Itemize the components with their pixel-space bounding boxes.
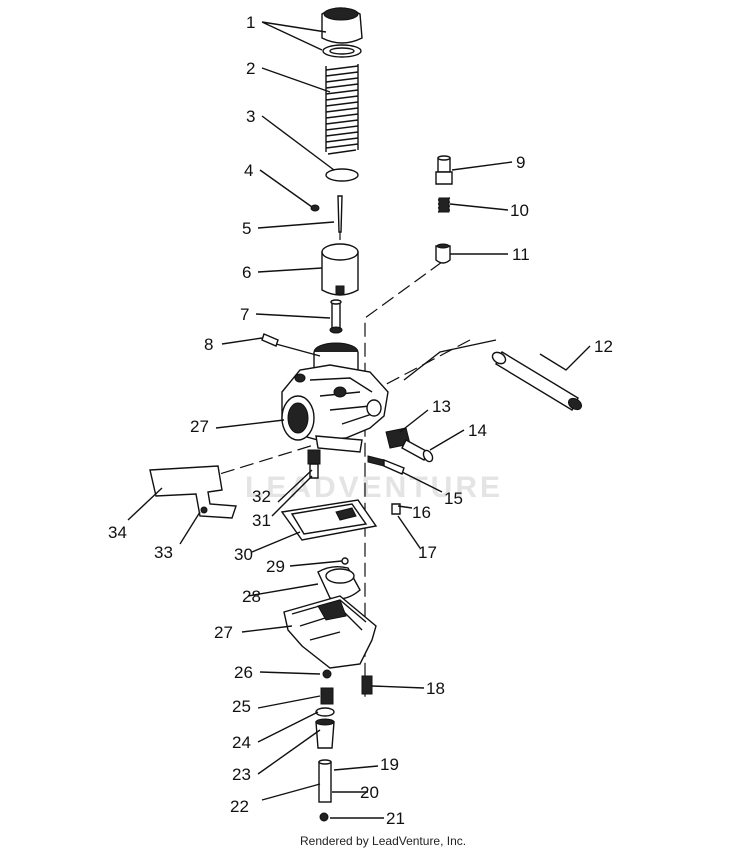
callout-32: 32 xyxy=(252,487,271,506)
callout-14: 14 xyxy=(468,421,487,440)
callout-3: 3 xyxy=(246,107,255,126)
callout-4: 4 xyxy=(244,161,253,180)
callout-31: 31 xyxy=(252,511,271,530)
part-main-jet xyxy=(307,449,321,479)
callout-5: 5 xyxy=(242,219,251,238)
callout-27-bowl: 27 xyxy=(214,623,233,642)
part-nozzle xyxy=(315,718,335,749)
part-o-ring xyxy=(315,707,335,717)
part-pilot-screw xyxy=(401,439,434,463)
part-tube xyxy=(403,339,583,411)
callout-21: 21 xyxy=(386,809,405,828)
callout-25: 25 xyxy=(232,697,251,716)
callout-10: 10 xyxy=(510,201,529,220)
callout-7: 7 xyxy=(240,305,249,324)
part-small-spring xyxy=(437,197,451,213)
callout-labels: 1 2 3 4 5 6 7 8 9 10 11 12 13 14 15 16 1… xyxy=(108,13,613,828)
callout-19: 19 xyxy=(380,755,399,774)
callout-33: 33 xyxy=(154,543,173,562)
callout-12: 12 xyxy=(594,337,613,356)
callout-13: 13 xyxy=(432,397,451,416)
callout-2: 2 xyxy=(246,59,255,78)
part-cap xyxy=(321,7,363,58)
part-float xyxy=(317,565,361,600)
part-pin xyxy=(341,557,349,565)
part-plunger xyxy=(435,243,451,264)
callout-22: 22 xyxy=(230,797,249,816)
callout-26: 26 xyxy=(234,663,253,682)
leader-lines xyxy=(127,21,591,819)
part-bracket xyxy=(149,465,237,519)
callout-23: 23 xyxy=(232,765,251,784)
callout-20: 20 xyxy=(360,783,379,802)
watermark: LEADVENTURE xyxy=(245,471,503,504)
callout-30: 30 xyxy=(234,545,253,564)
part-needle-jet xyxy=(329,299,343,334)
part-float-gasket xyxy=(280,499,378,541)
callout-17: 17 xyxy=(418,543,437,562)
part-washer-small xyxy=(322,669,332,679)
part-end-jet xyxy=(319,812,329,822)
callout-28: 28 xyxy=(242,587,261,606)
part-throttle-valve xyxy=(321,243,359,296)
callout-18: 18 xyxy=(426,679,445,698)
part-drain-screw xyxy=(361,675,373,695)
part-float-bowl xyxy=(283,595,377,669)
part-emulsion-tube xyxy=(318,759,332,803)
part-needle xyxy=(337,195,343,233)
part-clip xyxy=(310,204,320,212)
part-jet-holder xyxy=(320,687,334,705)
callout-11: 11 xyxy=(512,245,530,264)
callout-15: 15 xyxy=(444,489,463,508)
carburetor-body xyxy=(281,364,389,453)
callout-24: 24 xyxy=(232,733,251,752)
callout-27-body: 27 xyxy=(190,417,209,436)
part-plate xyxy=(325,168,359,182)
callout-1: 1 xyxy=(246,13,255,32)
part-fitting xyxy=(435,155,453,185)
callout-8: 8 xyxy=(204,335,213,354)
callout-16: 16 xyxy=(412,503,431,522)
part-air-screw xyxy=(367,455,405,475)
callout-6: 6 xyxy=(242,263,251,282)
callout-29: 29 xyxy=(266,557,285,576)
footer-credit: Rendered by LeadVenture, Inc. xyxy=(300,834,466,848)
callout-34: 34 xyxy=(108,523,127,542)
callout-9: 9 xyxy=(516,153,525,172)
part-spring xyxy=(325,64,359,155)
